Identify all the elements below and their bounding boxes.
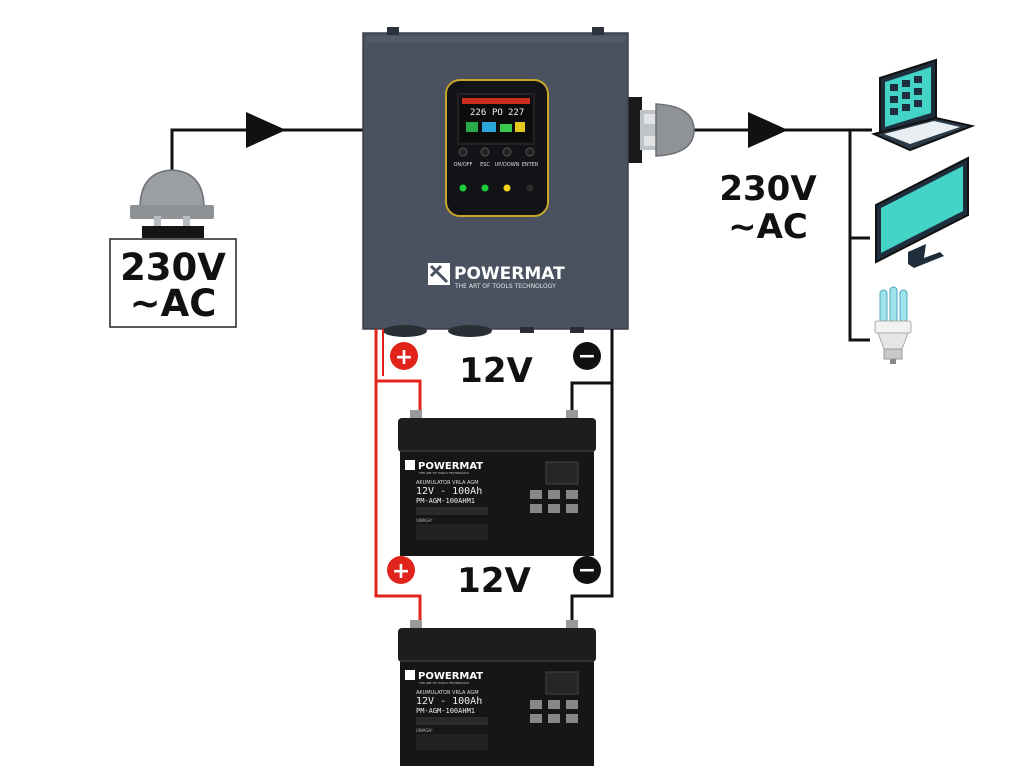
svg-text:−: − [578,344,596,369]
svg-text:+: + [395,345,413,370]
battery-link-2: + 12V − [387,556,601,601]
updown-label: UP/DOWN [495,162,520,168]
lcd-left-value: 226 [470,108,486,118]
positive-wires [374,329,422,625]
status-led [481,184,489,192]
inverter-brand: POWERMAT [454,264,565,284]
battery-link-1: + 12V − [390,342,601,391]
output-plug-icon [626,97,695,163]
input-type-label: ~AC [130,282,217,325]
plus-icon [387,556,415,584]
inverter: 226 PO 227 ON/OFF ESC UP/DOWN ENTER [362,27,629,337]
input-line [170,112,363,190]
lcd-screen [461,97,531,141]
status-led [459,184,467,192]
control-panel: 226 PO 227 ON/OFF ESC UP/DOWN ENTER [445,79,549,217]
lcd-mid-value: PO [492,108,503,118]
link-2-voltage: 12V [457,561,531,601]
status-led [526,184,534,192]
onoff-label: ON/OFF [453,162,472,168]
link-1-voltage: 12V [459,351,533,391]
esc-label: ESC [480,162,490,168]
esc-button[interactable] [480,147,490,157]
svg-text:THE ART OF TOOLS TECHNOLOGY: THE ART OF TOOLS TECHNOLOGY [418,681,470,685]
input-label-box: 230V ~AC [109,238,237,328]
svg-text:AKUMULATOR VRLA AGM: AKUMULATOR VRLA AGM [416,480,479,486]
lcd-right-value: 227 [508,108,524,118]
battery-1: POWERMAT THE ART OF TOOLS TECHNOLOGY AKU… [398,410,596,556]
battery-rating: 12V - 100Ah [416,486,482,497]
svg-text:POWERMAT: POWERMAT [418,671,483,682]
laptop-icon [870,58,976,152]
input-plug-icon [130,169,214,238]
svg-text:UWAGA!: UWAGA! [416,518,433,523]
svg-text:POWERMAT: POWERMAT [418,461,483,472]
battery-rating: 12V - 100Ah [416,696,482,707]
enter-button[interactable] [525,147,535,157]
output-voltage-label: 230V [719,169,817,209]
battery-model: PM-AGM-100AHM1 [416,497,475,505]
output-line [692,112,872,342]
svg-text:THE ART OF TOOLS TECHNOLOGY: THE ART OF TOOLS TECHNOLOGY [418,471,470,475]
svg-text:AKUMULATOR VRLA AGM: AKUMULATOR VRLA AGM [416,690,479,696]
battery-2: POWERMAT THE ART OF TOOLS TECHNOLOGY AKU… [398,620,596,766]
minus-icon [573,342,601,370]
negative-wires [570,329,614,625]
status-led [503,184,511,192]
input-voltage-label: 230V [120,246,226,289]
output-arrow-icon [748,112,788,148]
minus-icon [573,556,601,584]
inverter-tagline: THE ART OF TOOLS TECHNOLOGY [454,283,556,290]
input-arrow-icon [246,112,286,148]
svg-text:−: − [578,558,596,583]
updown-button[interactable] [502,147,512,157]
battery-model: PM-AGM-100AHM1 [416,707,475,715]
svg-text:+: + [392,559,410,584]
status-leds [459,184,534,192]
svg-text:UWAGA!: UWAGA! [416,728,433,733]
inverter-logo: POWERMAT THE ART OF TOOLS TECHNOLOGY [428,263,565,290]
output-type-label: ~AC [728,207,808,247]
onoff-button[interactable] [458,147,468,157]
plus-icon [390,342,418,370]
monitor-icon [875,156,969,268]
lightbulb-icon [874,286,912,364]
panel-buttons: ON/OFF ESC UP/DOWN ENTER [453,147,539,168]
enter-label: ENTER [522,162,539,168]
